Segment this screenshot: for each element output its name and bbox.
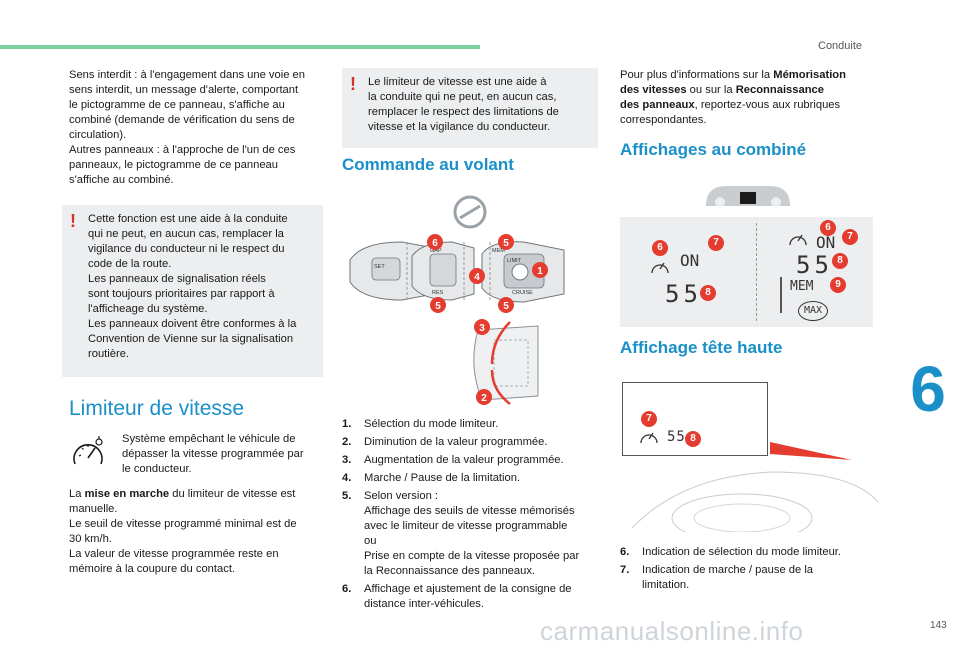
callout-7: 7 (708, 235, 724, 251)
callout-8: 8 (685, 431, 701, 447)
speed-limiter-icon (651, 262, 669, 274)
list-item: 7.Indication de marche / pause de la lim… (620, 564, 814, 591)
activation-text-bold: mise en marche (84, 488, 170, 500)
callout-6: 6 (432, 238, 438, 249)
callout-6: 6 (652, 240, 668, 256)
activation-text-start: La (69, 488, 85, 500)
stalk-label-limit: LIMIT (507, 258, 522, 264)
steering-wheel-icon (453, 195, 487, 229)
memory-on-text: ON (816, 233, 836, 252)
callout-7: 7 (641, 411, 657, 427)
callout-5: 5 (503, 238, 509, 249)
steering-control-heading: Commande au volant (342, 155, 514, 174)
display-items-list: 6.Indication de sélection du mode limite… (620, 545, 880, 596)
cluster-display-panel: ON 55 ON 55 MEM MAX 6 7 8 6 7 8 9 (620, 217, 873, 327)
list-item: 3.Augmentation de la valeur programmée. (342, 454, 564, 466)
display-divider (756, 223, 757, 321)
max-badge: MAX (798, 301, 828, 321)
watermark: carmanualsonline.info (540, 616, 804, 646)
instrument-cluster-icon (706, 186, 790, 207)
speed-limiter-icon (640, 432, 658, 444)
page-number: 143 (930, 620, 947, 631)
callout-2: 2 (481, 393, 487, 404)
warning-text: Cette fonction est une aide à la conduit… (88, 213, 297, 360)
more-info-paragraph: Pour plus d'informations sur la Mémorisa… (620, 69, 846, 126)
lever-column-illustration (473, 321, 539, 405)
warning-box-driving-aid: ! Cette fonction est une aide à la condu… (62, 205, 323, 377)
limiter-speed-value: 55 (665, 280, 702, 308)
stalk-label-gap: GAP (430, 248, 442, 254)
callout-3: 3 (479, 323, 485, 334)
stalk-label-res: RES (432, 290, 444, 296)
cluster-display-heading: Affichages au combiné (620, 140, 807, 159)
warning-icon: ! (350, 74, 356, 94)
callout-8: 8 (832, 253, 848, 269)
control-items-list: 1.Sélection du mode limiteur. 2.Diminuti… (342, 417, 602, 615)
steering-stalk-diagram: GAP MEM LIMIT SET RES CRUISE 6 5 4 1 5 5… (349, 195, 565, 405)
section-title: Conduite (818, 40, 863, 52)
memory-speed-value: 55 (796, 251, 833, 279)
speed-limiter-icon (789, 234, 807, 246)
hud-screen: 55 7 8 (622, 382, 768, 456)
activation-text-rest: du limiteur de vitesse est manuelle. Le … (69, 488, 297, 575)
list-item: 6.Indication de sélection du mode limite… (620, 546, 842, 558)
speed-limiter-icon (73, 436, 103, 465)
callout-1: 1 (537, 266, 543, 277)
warning-text: Le limiteur de vitesse est une aide à la… (368, 76, 559, 133)
stalk-label-mem: MEM (492, 248, 505, 254)
callout-9: 9 (830, 277, 846, 293)
list-item: 2.Diminution de la valeur programmée. (342, 436, 548, 448)
stalk-label-set: SET (374, 264, 385, 270)
limiter-on-text: ON (680, 251, 700, 270)
stalk-label-cruise: CRUISE (512, 290, 533, 296)
callout-6: 6 (820, 220, 836, 236)
dashboard-outline-illustration (631, 442, 879, 532)
list-item: 4.Marche / Pause de la limitation. (342, 472, 521, 484)
warning-box-speed-limiter: ! Le limiteur de vitesse est une aide à … (342, 68, 598, 148)
right-stalk-illustration (481, 241, 565, 303)
callout-8: 8 (700, 285, 716, 301)
memory-arrow-icon (780, 277, 782, 313)
warning-icon: ! (70, 211, 76, 231)
middle-stalk-illustration (411, 241, 475, 301)
callout-4: 4 (474, 272, 480, 283)
list-item: 5.Selon version : Affichage des seuils d… (342, 490, 580, 577)
chapter-number: 6 (910, 353, 946, 425)
callout-7: 7 (842, 229, 858, 245)
callout-5: 5 (503, 301, 509, 312)
activation-paragraph: La mise en marche du limiteur de vitesse… (69, 487, 329, 577)
head-up-display-heading: Affichage tête haute (620, 338, 783, 357)
callout-5: 5 (435, 301, 441, 312)
list-item: 1.Sélection du mode limiteur. (342, 418, 499, 430)
intro-paragraph: Sens interdit : à l'engagement dans une … (69, 69, 305, 186)
hud-speed-value: 55 (667, 429, 686, 445)
list-item: 6.Affichage et ajustement de la consigne… (342, 583, 572, 610)
mem-label: MEM (790, 279, 814, 294)
speed-limiter-description: Système empêchant le véhicule de dépasse… (122, 433, 304, 475)
section-color-bar (0, 45, 480, 49)
speed-limiter-heading: Limiteur de vitesse (69, 397, 245, 420)
